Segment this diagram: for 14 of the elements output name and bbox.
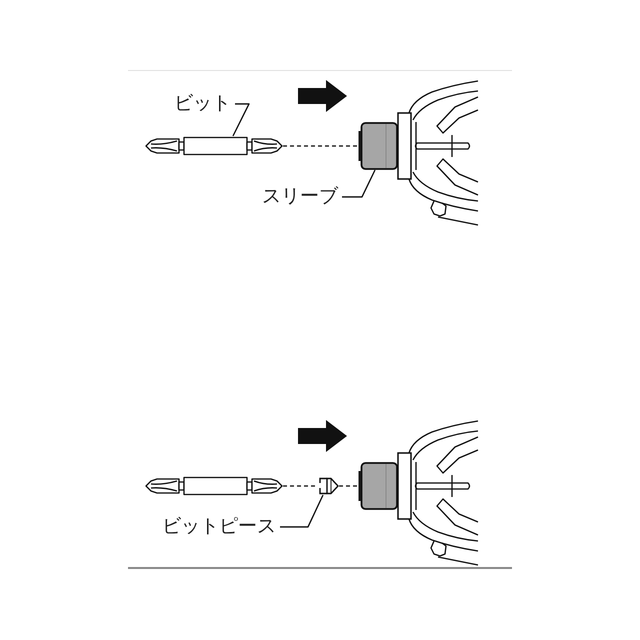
sleeve bbox=[358, 462, 398, 510]
leader-line bbox=[280, 494, 324, 528]
sleeve bbox=[358, 122, 398, 170]
screwdriver-bit bbox=[145, 136, 283, 156]
screwdriver-bit bbox=[145, 476, 283, 496]
part-label: ビット bbox=[174, 93, 231, 115]
part-label: スリーブ bbox=[262, 186, 338, 208]
part-label: ビットピース bbox=[162, 516, 276, 538]
dashed-guide-line bbox=[283, 485, 318, 487]
leader-line bbox=[342, 170, 376, 198]
dashed-guide-line bbox=[339, 485, 358, 487]
bit-piece bbox=[318, 477, 339, 495]
dashed-guide-line bbox=[283, 145, 358, 147]
leader-line bbox=[232, 103, 250, 136]
